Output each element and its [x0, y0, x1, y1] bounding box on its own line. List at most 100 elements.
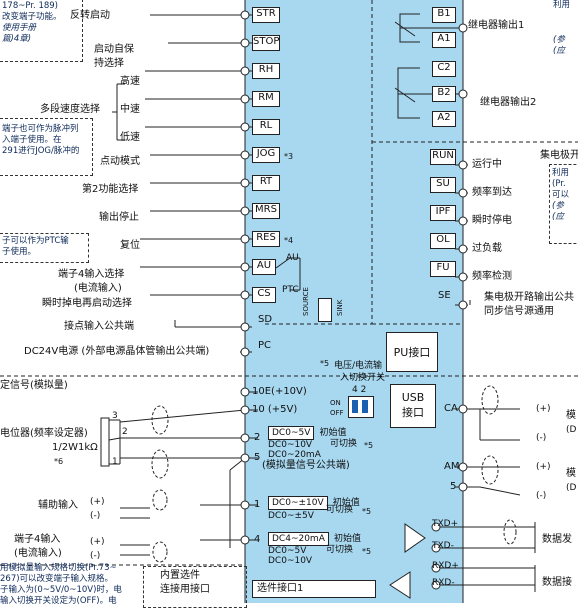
terminal-fu: FU — [430, 261, 456, 277]
run-label: 运行中 — [472, 159, 502, 170]
switch-on: ON — [330, 399, 341, 407]
pot-label: 电位器(频率设定器) — [0, 428, 88, 439]
input-label-stop-1: 启动自保 — [94, 44, 134, 55]
terminal-se: SE — [438, 290, 451, 301]
right-partial-title: 集电极开 — [540, 150, 578, 161]
terminal-a2: A2 — [432, 111, 456, 127]
common-label: (模拟量信号公共端) — [262, 460, 350, 471]
in4-plus: (+) — [90, 537, 105, 547]
source-label: SOURCE — [302, 287, 310, 316]
top-left-note: 178~Pr. 189) 改变端子功能。 使用手册 篇)4章) — [2, 1, 62, 44]
am-meter-label: 模 — [566, 468, 576, 479]
terminal-rxd-minus: RXD- — [432, 578, 455, 588]
au-switch-label: AU — [286, 253, 299, 263]
sink-source-switch — [318, 298, 332, 322]
terminal4-mark: *5 — [362, 547, 372, 556]
terminal1-spec-opt1: DC0~±5V — [268, 511, 314, 521]
terminal2-spec: DC0~5V 初始值 DC0~10V DC0~20mA — [268, 420, 346, 460]
terminal4-spec-opt1: DC0~5V — [268, 546, 307, 556]
current-switch-label-1: 电压/电流输 — [334, 361, 383, 371]
terminal4-spec-init: 初始值 — [333, 534, 361, 544]
terminal-am: AM — [444, 461, 460, 472]
terminal-sd: SD — [258, 314, 273, 325]
terminal-ol: OL — [430, 233, 456, 249]
jog-note: 端子也可作为脉冲列 入端子使用。在 291进行JOG/脉冲的 — [2, 124, 80, 156]
terminal-rm: RM — [252, 91, 280, 107]
top-left-note-frame — [0, 0, 83, 62]
terminal-rl: RL — [252, 119, 280, 135]
current-input-switch — [348, 396, 374, 418]
right-partial-note: 利用 (Pr. 可以 (参 (应 — [552, 168, 570, 222]
input-terminal-point — [240, 290, 250, 300]
terminal-rh: RH — [252, 63, 280, 79]
input-label-cs: 瞬时掉电再启动选择 — [42, 298, 132, 309]
terminal-4: 4 — [254, 534, 261, 545]
input-label-res: 复位 — [120, 240, 140, 251]
pot-pin-2: 2 — [122, 427, 128, 437]
terminal-cs: CS — [252, 287, 276, 303]
analog-section-title: 定信号(模拟量) — [0, 380, 68, 391]
terminal4-spec-first: DC4~20mA — [268, 532, 329, 546]
bottom-left-note: 用模拟量输入规格切换(Pr.73~ 267)可以改变端子输入规格。 子输入为(0… — [0, 563, 122, 606]
terminal-pc: PC — [258, 340, 272, 351]
am-minus: (-) — [536, 491, 547, 501]
jog-mark: *3 — [284, 152, 294, 161]
terminal-su: SU — [430, 177, 456, 193]
input-terminal-point — [240, 178, 250, 188]
terminal1-spec-init: 初始值 — [332, 498, 360, 508]
terminal-str: STR — [252, 7, 280, 23]
input-terminal-point — [240, 38, 250, 48]
terminal4-spec-opt2: DC0~10V — [268, 556, 313, 566]
pot-mark: *6 — [54, 457, 64, 466]
terminal-2: 2 — [254, 432, 261, 443]
terminal-5-right: 5 — [450, 481, 457, 492]
right-partial-frame — [549, 164, 578, 244]
terminal-a1: A1 — [432, 32, 456, 48]
terminal-ipf: IPF — [430, 205, 456, 221]
terminal2-spec-opt2: DC0~20mA — [268, 450, 321, 460]
terminal-mrs: MRS — [252, 203, 280, 219]
input-label-rt: 第2功能选择 — [82, 184, 139, 195]
terminal1-spec-first: DC0~±10V — [268, 496, 328, 510]
input-terminal-point — [240, 234, 250, 244]
relay1-label: 继电器输出1 — [468, 20, 525, 31]
in4-label-2: (电流输入) — [14, 548, 62, 559]
input-terminal-point — [240, 10, 250, 20]
se-label-2: 同步信号源通用 — [484, 306, 554, 317]
su-label: 频率到达 — [472, 187, 512, 198]
sink-label: SINK — [336, 299, 344, 316]
input-label-rh: 高速 — [120, 76, 140, 87]
input-label-rm: 中速 — [120, 104, 140, 115]
input-label-au-2: (电流输入) — [74, 283, 122, 294]
ptc-note-frame — [0, 233, 89, 263]
terminal-stop: STOP — [252, 35, 280, 51]
aux-plus: (+) — [90, 497, 105, 507]
input-terminal-point — [240, 94, 250, 104]
terminal2-mark: *5 — [364, 441, 374, 450]
terminal-res: RES — [252, 231, 280, 247]
switch-off: OFF — [330, 409, 344, 417]
terminal1-switchable: 可切换 — [326, 505, 354, 515]
ol-label: 过负载 — [472, 243, 502, 254]
ca-plus: (+) — [536, 404, 551, 414]
pot-pin-1: 1 — [112, 457, 118, 467]
input-terminal-point — [240, 150, 250, 160]
terminal-jog: JOG — [252, 147, 280, 163]
terminal-au: AU — [252, 259, 276, 275]
ptc-note: 子可以作为PTC输 子使用。 — [2, 236, 69, 257]
am-plus: (+) — [536, 462, 551, 472]
current-switch-nums: 4 2 — [352, 385, 367, 395]
terminal2-spec-opt1: DC0~10V — [268, 440, 313, 450]
right-top-partial-note: 利用 (参 (应 — [553, 0, 571, 56]
terminal1-mark: *5 — [362, 507, 372, 516]
terminal-b1: B1 — [432, 7, 456, 23]
input-label-rl: 低速 — [120, 132, 140, 143]
data-send-label: 数据发 — [542, 534, 572, 545]
sd-label: 接点输入公共端 — [64, 321, 134, 332]
multi-speed-label: 多段速度选择 — [40, 104, 100, 115]
current-switch-mark: *5 — [320, 359, 330, 368]
terminal-b2: B2 — [432, 86, 456, 102]
input-terminal-point — [240, 262, 250, 272]
aux-minus: (-) — [90, 511, 101, 521]
